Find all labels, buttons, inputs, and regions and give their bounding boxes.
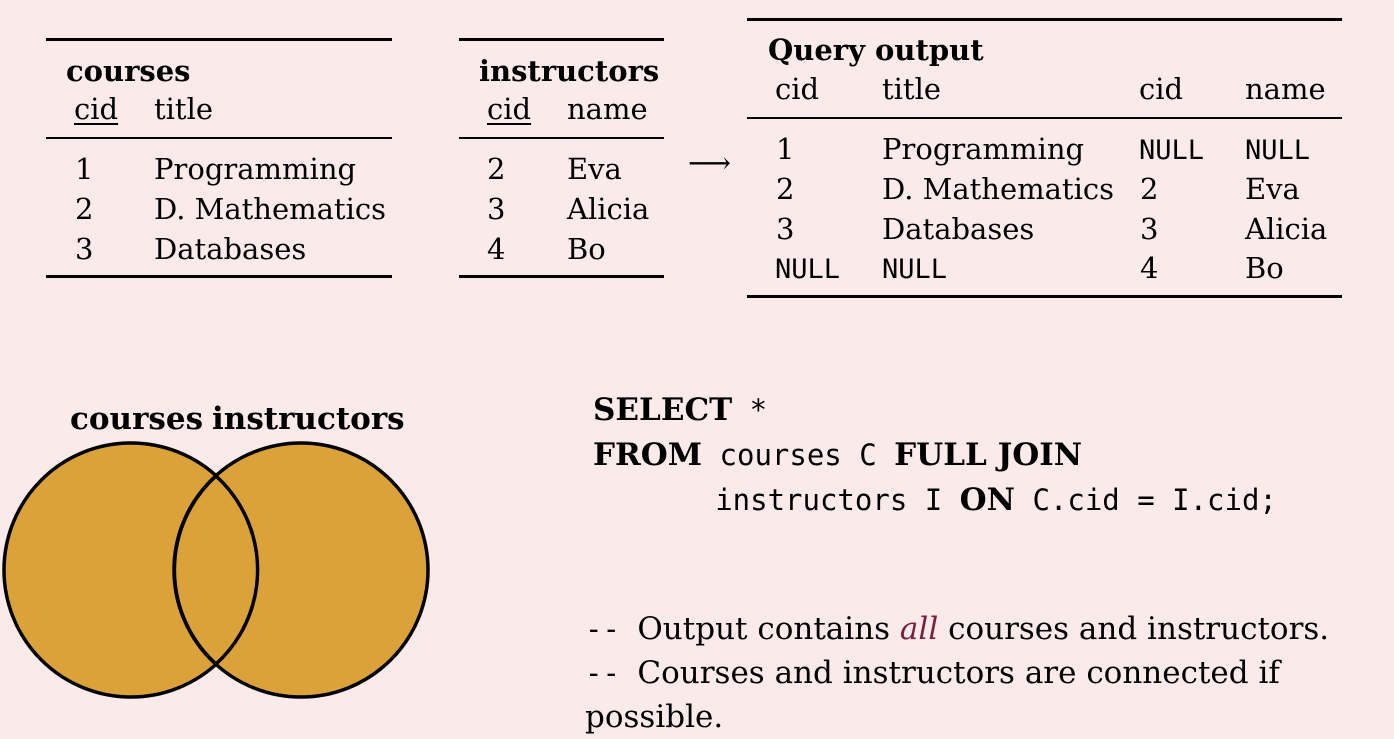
instructors-cell: 3: [487, 192, 506, 226]
sql-keyword-full-join: FULL JOIN: [894, 437, 1083, 473]
output-mid-rule: [747, 117, 1342, 119]
sql-condition: C.cid = I.cid;: [1015, 483, 1277, 517]
right-arrow-icon: ⟶: [688, 146, 732, 181]
output-cell: Eva: [1245, 172, 1300, 206]
output-col-cid: cid: [775, 72, 820, 106]
comment-line-1: -- Output contains all courses and instr…: [585, 607, 1394, 651]
courses-cell: 2: [75, 192, 94, 226]
output-cell: 1: [776, 132, 795, 166]
instructors-cell: Alicia: [567, 192, 650, 226]
comment-line-2: -- Courses and instructors are connected…: [585, 651, 1394, 739]
output-cell-null: NULL: [1245, 135, 1311, 166]
output-cell: Programming: [882, 132, 1085, 166]
sql-keyword-from: FROM: [593, 437, 703, 473]
sql-keyword-select: SELECT: [593, 392, 733, 428]
output-cell: D. Mathematics: [882, 172, 1114, 206]
output-cell-null: NULL: [1139, 135, 1205, 166]
instructors-cell: Bo: [567, 232, 606, 266]
output-cell: 3: [1140, 212, 1159, 246]
output-cell: 4: [1140, 251, 1159, 285]
venn-label-courses: courses: [70, 401, 204, 437]
instructors-mid-rule: [459, 137, 664, 139]
courses-bottom-rule: [46, 275, 392, 278]
courses-cell: 3: [75, 232, 94, 266]
comment-prefix: --: [585, 656, 638, 690]
output-top-rule: [747, 18, 1342, 21]
sql-line-select: SELECT *: [593, 388, 1277, 433]
instructors-top-rule: [459, 38, 664, 41]
instructors-table: instructors cid name 2 Eva 3 Alicia 4 Bo: [459, 38, 664, 283]
courses-col-cid: cid: [74, 92, 119, 126]
comment-prefix: --: [585, 612, 638, 646]
venn-diagram: [2, 441, 430, 699]
output-cell: Alicia: [1245, 212, 1328, 246]
comment-2-text: Courses and instructors are connected if…: [585, 655, 1280, 735]
courses-cell: D. Mathematics: [154, 192, 386, 226]
output-col-name: name: [1245, 72, 1326, 106]
output-col-cid-2: cid: [1139, 72, 1184, 106]
output-cell: 2: [776, 172, 795, 206]
venn-intersection-outline: [172, 473, 260, 667]
output-col-title: title: [882, 72, 942, 106]
output-cell: Databases: [882, 212, 1035, 246]
comment-1-before: Output contains: [637, 611, 900, 647]
instructors-col-cid: cid: [487, 92, 532, 126]
comment-1-emphasis: all: [899, 611, 939, 647]
sql-query: SELECT * FROM courses C FULL JOIN instru…: [593, 388, 1277, 523]
instructors-col-name: name: [567, 92, 648, 126]
instructors-cell: 4: [487, 232, 506, 266]
venn-label-instructors: instructors: [212, 401, 405, 437]
courses-cell: 1: [75, 152, 94, 186]
courses-cell: Databases: [154, 232, 307, 266]
output-cell-null: NULL: [775, 254, 841, 285]
output-cell: 3: [776, 212, 795, 246]
output-cell-null: NULL: [882, 254, 948, 285]
output-cell: Bo: [1245, 251, 1284, 285]
courses-top-rule: [46, 38, 392, 41]
comments: -- Output contains all courses and instr…: [585, 607, 1394, 739]
sql-indent: [593, 483, 715, 517]
instructors-title: instructors: [479, 54, 660, 88]
instructors-cell: Eva: [567, 152, 622, 186]
comment-1-after: courses and instructors.: [938, 611, 1330, 647]
output-bottom-rule: [747, 295, 1342, 298]
sql-line-from: FROM courses C FULL JOIN: [593, 433, 1277, 478]
courses-cell: Programming: [154, 152, 357, 186]
courses-title: courses: [66, 54, 191, 88]
output-cell: 2: [1140, 172, 1159, 206]
sql-keyword-on: ON: [959, 482, 1015, 518]
sql-from-table: courses C: [702, 438, 895, 472]
courses-col-title: title: [154, 92, 214, 126]
output-title: Query output: [768, 33, 984, 67]
sql-line-on: instructors I ON C.cid = I.cid;: [593, 478, 1277, 523]
courses-mid-rule: [46, 137, 392, 139]
sql-join-table: instructors I: [715, 483, 960, 517]
sql-select-star: *: [732, 393, 768, 427]
courses-table: courses cid title 1 Programming 2 D. Mat…: [46, 38, 392, 283]
instructors-cell: 2: [487, 152, 506, 186]
output-table: Query output cid title cid name 1 Progra…: [747, 18, 1342, 303]
instructors-bottom-rule: [459, 275, 664, 278]
